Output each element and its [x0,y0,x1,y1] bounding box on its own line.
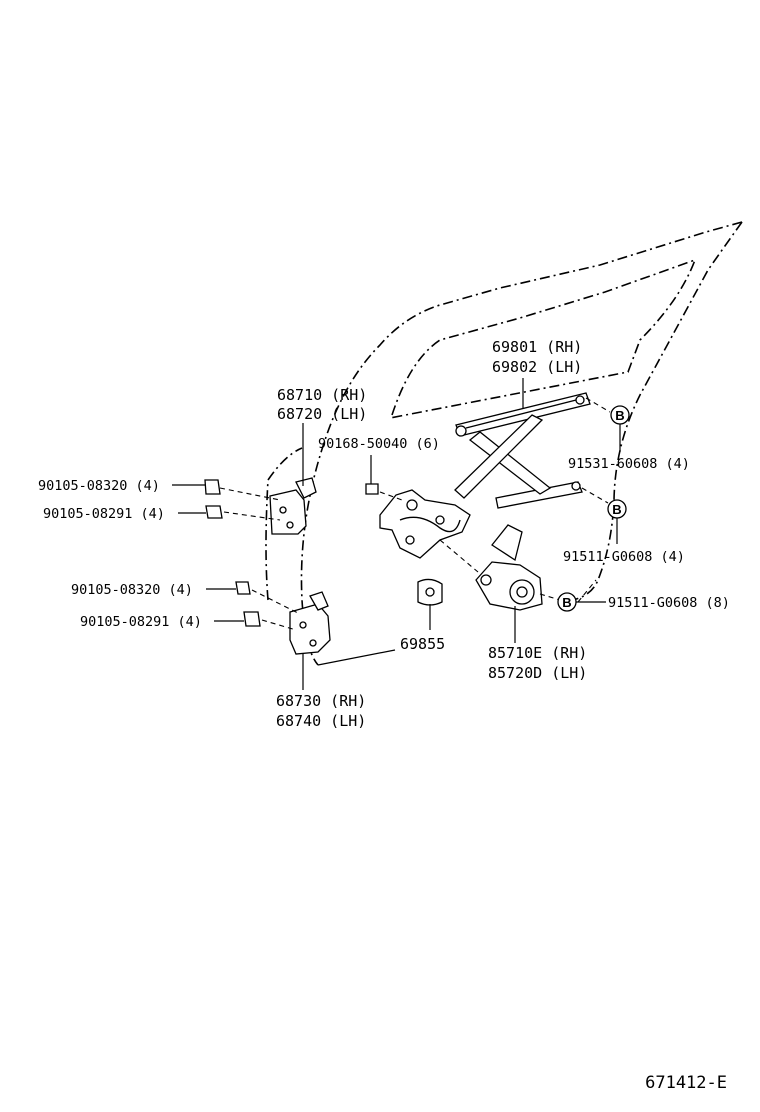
label-motor-lh: 85720D (LH) [488,664,587,682]
label-lower-hinge-rh: 68730 (RH) [276,692,366,710]
label-upper-hinge-lh: 68720 (LH) [277,405,367,423]
label-screw-b1: 91531-60608 (4) [568,456,690,472]
label-regulator-rh: 69801 (RH) [492,338,582,356]
label-regulator-lh: 69802 (LH) [492,358,582,376]
clip-69855 [417,578,443,606]
label-lower-hinge-lh: 68740 (LH) [276,712,366,730]
window-motor [475,524,543,611]
callout-b-1: B [610,405,630,425]
label-upper-hinge-rh: 68710 (RH) [277,386,367,404]
label-upper-bolt-b: 90105-08291 (4) [43,506,165,522]
label-clip: 69855 [400,635,445,653]
callout-b-3-text: B [562,595,571,610]
label-lower-bolt-a: 90105-08320 (4) [71,582,193,598]
label-screw-b2: 91511-G0608 (4) [563,549,685,565]
callout-b-2: B [607,499,627,519]
window-regulator [379,392,591,559]
upper-hinge [269,477,317,535]
door-outline [265,221,743,666]
label-motor-rh: 85710E (RH) [488,644,587,662]
callout-b-1-text: B [615,408,624,423]
leader-lines [172,378,621,690]
label-screw-b3: 91511-G0608 (8) [608,595,730,611]
label-upper-bolt-a: 90105-08320 (4) [38,478,160,494]
part-labels: 69801 (RH) 69802 (LH) 68710 (RH) 68720 (… [38,338,730,730]
callout-b-2-text: B [612,502,621,517]
label-bolt-regulator: 90168-50040 (6) [318,436,440,452]
connection-lines [219,397,611,631]
bolt-icons [204,479,379,627]
label-lower-bolt-b: 90105-08291 (4) [80,614,202,630]
callout-b-3: B [557,592,577,612]
lower-hinge [289,591,331,655]
reference-code: 671412-E [645,1073,727,1093]
